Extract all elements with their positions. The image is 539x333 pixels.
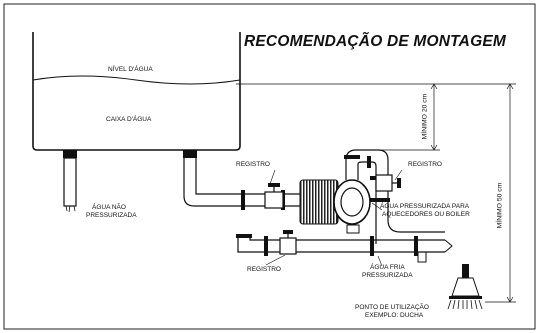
label-agua-fria-line2: PRESSURIZADA	[362, 272, 413, 279]
diagram-title: RECOMENDAÇÃO DE MONTAGEM	[244, 33, 506, 50]
diagram-border	[3, 3, 536, 330]
cold-pressurized-line	[236, 234, 453, 263]
pump-body	[299, 179, 371, 234]
label-caixa-agua: CAIXA D'ÁGUA	[106, 116, 152, 123]
label-nivel-agua: NÍVEL D'ÁGUA	[108, 66, 153, 73]
water-tank	[32, 32, 241, 151]
registro-valve-bottom	[279, 230, 297, 255]
leader-lines	[265, 169, 403, 267]
label-registro-left: REGISTRO	[236, 161, 270, 168]
label-minimo-50cm: MÍNIMO 50 cm	[496, 182, 504, 229]
label-agua-nao-line1: ÁGUA NÃO	[92, 204, 126, 211]
dimension-20cm	[236, 83, 440, 151]
suction-pipe	[183, 150, 305, 210]
label-agua-pressurizada-line1: ÁGUA PRESSURIZADA PARA	[380, 203, 470, 210]
registro-valve-right	[375, 174, 401, 192]
label-agua-nao-line2: PRESSURIZADA	[86, 212, 137, 219]
dimension-50cm	[440, 83, 516, 303]
non-pressurized-outlet	[63, 150, 77, 213]
label-agua-fria-line1: ÁGUA FRIA	[370, 264, 405, 271]
label-ponto-utilizacao-line2: EXEMPLO: DUCHA	[365, 312, 424, 319]
label-ponto-utilizacao-line1: PONTO DE UTILIZAÇÃO	[355, 304, 429, 311]
label-registro-bottom: REGISTRO	[247, 266, 281, 273]
label-agua-pressurizada-line2: AQUECEDORES OU BOILER	[382, 211, 470, 218]
registro-valve-left	[264, 183, 284, 209]
label-minimo-20cm: MÍNIMO 20 cm	[421, 93, 429, 140]
label-registro-right: REGISTRO	[408, 161, 442, 168]
shower-head-icon	[447, 264, 483, 310]
